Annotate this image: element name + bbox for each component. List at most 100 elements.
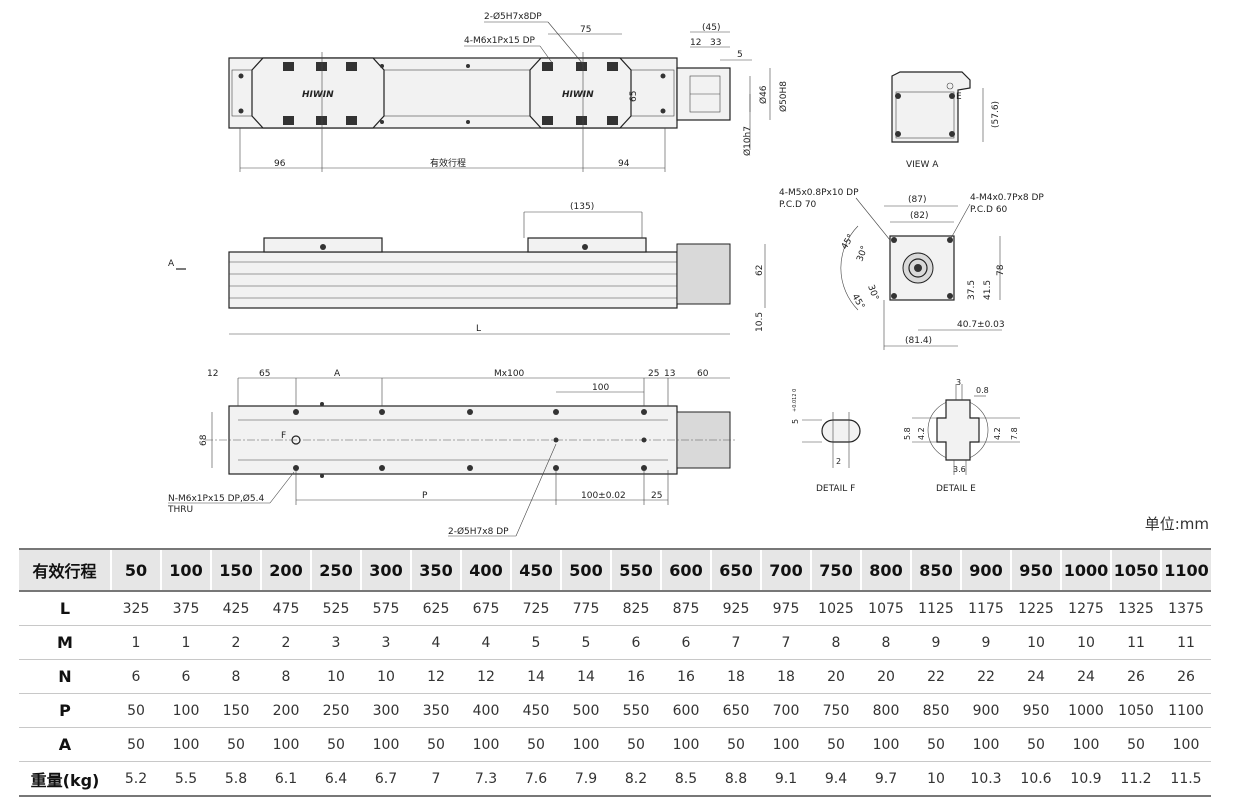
detail-e-0-8: 0.8 bbox=[976, 386, 989, 395]
view-a: E (57.6) VIEW A bbox=[891, 71, 1001, 170]
label-f: F bbox=[281, 431, 286, 441]
row-label: N bbox=[19, 659, 111, 694]
table-cell: 16 bbox=[661, 659, 711, 694]
dim-87: (87) bbox=[908, 195, 926, 205]
dim-phi50h8: Ø50H8 bbox=[778, 81, 789, 112]
header-cell: 700 bbox=[760, 548, 811, 592]
dim-100-tol: 100±0.02 bbox=[581, 491, 626, 501]
dim-40-7: 40.7±0.03 bbox=[957, 320, 1005, 330]
detail-f-5: 5 bbox=[791, 419, 800, 424]
table-cell: 1275 bbox=[1061, 591, 1111, 626]
table-cell: 100 bbox=[661, 727, 711, 762]
detail-e-7-8: 7.8 bbox=[1010, 427, 1019, 440]
table-cell: 1 bbox=[111, 625, 161, 660]
dim-41-5: 41.5 bbox=[983, 280, 993, 300]
table-cell: 700 bbox=[761, 693, 811, 728]
table-cell: 650 bbox=[711, 693, 761, 728]
dim-82: (82) bbox=[910, 211, 928, 221]
detail-e-5-8: 5.8 bbox=[903, 427, 912, 440]
table-cell: 6 bbox=[661, 625, 711, 660]
table-cell: 800 bbox=[861, 693, 911, 728]
table-cell: 24 bbox=[1011, 659, 1061, 694]
header-cell: 200 bbox=[260, 548, 311, 592]
table-cell: 100 bbox=[1161, 727, 1211, 762]
detail-f-2: 2 bbox=[836, 457, 841, 466]
dim-135: (135) bbox=[570, 202, 594, 212]
dim-65-bottom: 65 bbox=[259, 369, 270, 379]
table-cell: 150 bbox=[211, 693, 261, 728]
dim-100: 100 bbox=[592, 383, 609, 393]
table-cell: 50 bbox=[1111, 727, 1161, 762]
dim-60: 60 bbox=[697, 369, 709, 379]
table-cell: 6.1 bbox=[261, 761, 311, 797]
angle-30-top: 30° bbox=[855, 245, 870, 263]
table-cell: 8 bbox=[211, 659, 261, 694]
table-cell: 4 bbox=[411, 625, 461, 660]
row-label: M bbox=[19, 625, 111, 660]
table-cell: 50 bbox=[411, 727, 461, 762]
table-cell: 100 bbox=[1061, 727, 1111, 762]
table-cell: 1175 bbox=[961, 591, 1011, 626]
table-cell: 1075 bbox=[861, 591, 911, 626]
dim-57-6: (57.6) bbox=[991, 101, 1001, 128]
detail-f-tol: +0.012 0 bbox=[792, 389, 798, 412]
table-cell: 100 bbox=[761, 727, 811, 762]
table-cell: 18 bbox=[761, 659, 811, 694]
table-cell: 50 bbox=[211, 727, 261, 762]
callout-m4: 4-M4x0.7Px8 DP bbox=[970, 193, 1044, 203]
header-cell: 300 bbox=[360, 548, 411, 592]
technical-drawing: HIWIN HIWIN 96 有效行程 94 75 2-Ø5H7x8DP 4-M… bbox=[167, 11, 1044, 537]
table-cell: 9.7 bbox=[861, 761, 911, 797]
table-cell: 24 bbox=[1061, 659, 1111, 694]
table-cell: 5.2 bbox=[111, 761, 161, 797]
unit-label: 单位:mm bbox=[1144, 515, 1209, 533]
table-cell: 2 bbox=[261, 625, 311, 660]
detail-e-caption: DETAIL E bbox=[936, 484, 976, 494]
dim-81-4: (81.4) bbox=[905, 336, 932, 346]
table-cell: 50 bbox=[111, 693, 161, 728]
table-cell: 100 bbox=[161, 727, 211, 762]
dim-45: (45) bbox=[702, 23, 720, 33]
table-cell: 100 bbox=[261, 727, 311, 762]
dim-stroke: 有效行程 bbox=[430, 157, 466, 169]
dim-mx100: Mx100 bbox=[494, 369, 525, 379]
header-cell: 750 bbox=[810, 548, 861, 592]
detail-e-4-2-left: 4.2 bbox=[917, 427, 926, 440]
table-cell: 900 bbox=[961, 693, 1011, 728]
table-cell: 7.9 bbox=[561, 761, 611, 797]
table-cell: 10 bbox=[911, 761, 961, 797]
dim-12-bottom: 12 bbox=[207, 369, 218, 379]
table-cell: 1375 bbox=[1161, 591, 1211, 626]
table-cell: 7 bbox=[411, 761, 461, 797]
dim-68: 68 bbox=[199, 434, 209, 446]
table-cell: 22 bbox=[911, 659, 961, 694]
table-cell: 325 bbox=[111, 591, 161, 626]
table-cell: 50 bbox=[511, 727, 561, 762]
table-cell: 5 bbox=[561, 625, 611, 660]
table-cell: 525 bbox=[311, 591, 361, 626]
header-cell: 650 bbox=[710, 548, 761, 592]
table-cell: 100 bbox=[161, 693, 211, 728]
top-view: HIWIN HIWIN 96 有效行程 94 75 2-Ø5H7x8DP 4-M… bbox=[228, 11, 789, 172]
table-cell: 100 bbox=[361, 727, 411, 762]
brand-logo-2: HIWIN bbox=[562, 90, 594, 100]
table-cell: 500 bbox=[561, 693, 611, 728]
table-cell: 6 bbox=[111, 659, 161, 694]
table-cell: 11.2 bbox=[1111, 761, 1161, 797]
table-cell: 200 bbox=[261, 693, 311, 728]
table-cell: 6 bbox=[611, 625, 661, 660]
table-cell: 10.3 bbox=[961, 761, 1011, 797]
callout-dowel-top: 2-Ø5H7x8DP bbox=[484, 11, 542, 22]
table-cell: 20 bbox=[811, 659, 861, 694]
dim-62: 62 bbox=[755, 265, 765, 276]
table-cell: 6 bbox=[161, 659, 211, 694]
table-cell: 6.7 bbox=[361, 761, 411, 797]
table-cell: 250 bbox=[311, 693, 361, 728]
table-cell: 14 bbox=[511, 659, 561, 694]
dim-65-top: 65 bbox=[629, 91, 639, 102]
table-cell: 1325 bbox=[1111, 591, 1161, 626]
